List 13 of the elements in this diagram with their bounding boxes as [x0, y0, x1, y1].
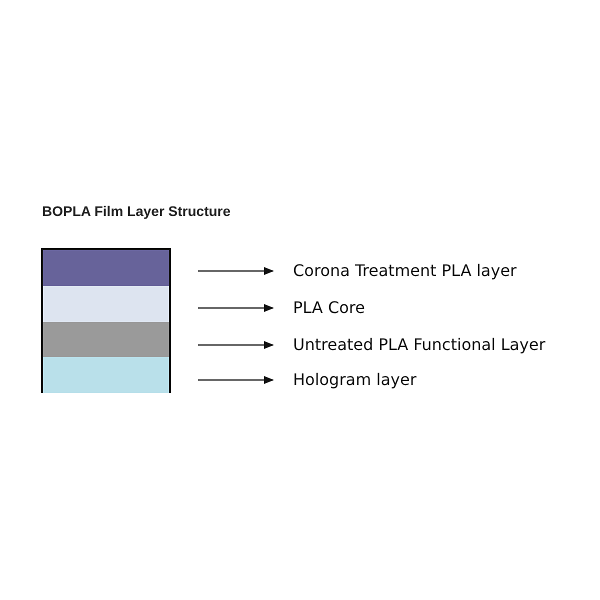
- arrow: [198, 304, 274, 312]
- layer-label: Untreated PLA Functional Layer: [293, 335, 546, 355]
- layer-band: [41, 322, 171, 357]
- arrow: [198, 267, 274, 275]
- layer-band: [41, 286, 171, 322]
- layer-band: [41, 248, 171, 286]
- diagram-title: BOPLA Film Layer Structure: [42, 203, 231, 219]
- layer-label: Hologram layer: [293, 370, 416, 390]
- arrow: [198, 376, 274, 384]
- layer-band: [41, 357, 171, 393]
- layer-label: PLA Core: [293, 298, 365, 318]
- layer-label: Corona Treatment PLA layer: [293, 261, 517, 281]
- arrow: [198, 341, 274, 349]
